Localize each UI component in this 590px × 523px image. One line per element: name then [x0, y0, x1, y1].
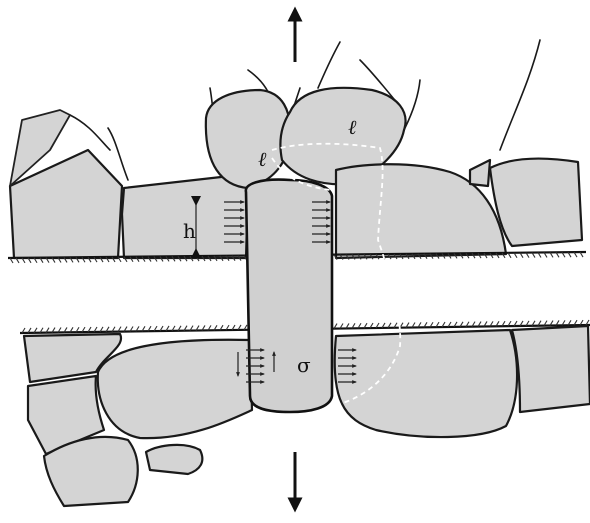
height-label: h [183, 219, 196, 243]
grain-label-left: ℓ [258, 147, 267, 171]
stress-label: σ [297, 353, 311, 377]
neck-grain [246, 180, 332, 412]
grain-label-right: ℓ [348, 115, 357, 139]
